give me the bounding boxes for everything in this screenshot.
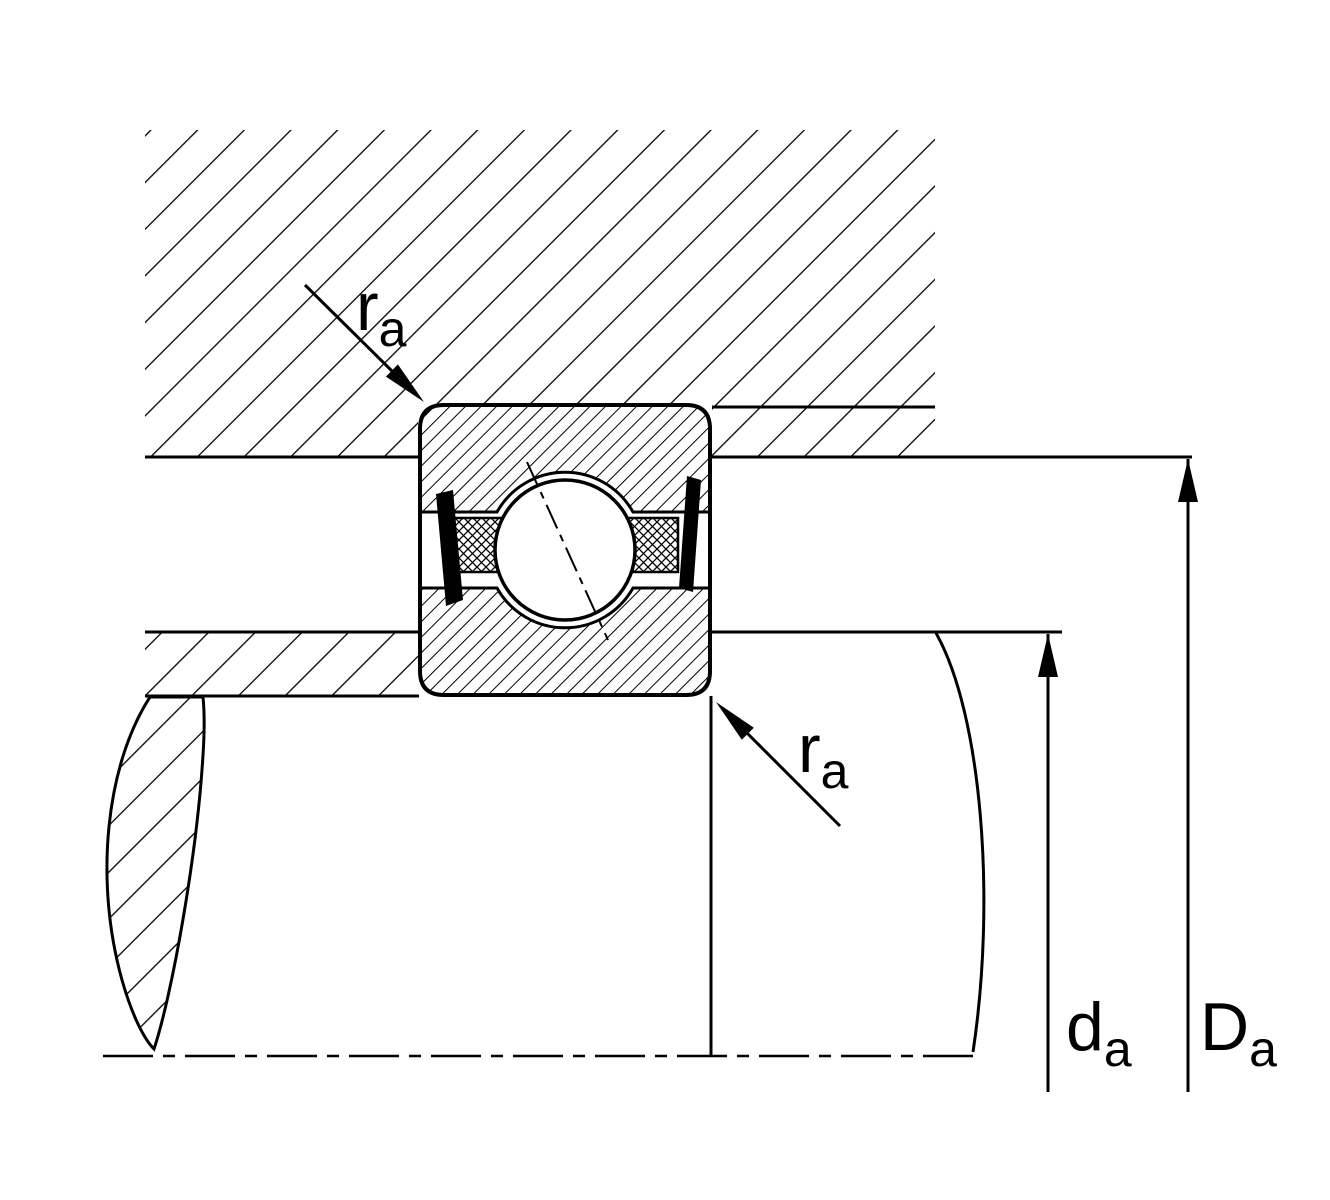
ball — [493, 478, 637, 622]
ra-top-leader-line — [303, 283, 396, 375]
shaft-shoulder-hatch-area — [145, 633, 418, 696]
label-Da-sub: a — [1249, 1021, 1277, 1077]
shaft-section — [103, 630, 1062, 1058]
ra-bottom-arrowhead — [716, 702, 754, 740]
label-ra-top-base: r — [356, 269, 379, 345]
bearing — [418, 403, 712, 697]
contact-angle-centerline — [526, 461, 609, 641]
label-da-base: d — [1066, 989, 1104, 1065]
label-Da-base: D — [1200, 989, 1249, 1065]
label-ra-bottom: ra — [798, 711, 849, 799]
shaft-break-section — [105, 695, 206, 1052]
housing-section — [145, 130, 1192, 459]
label-ra-top-sub: a — [379, 301, 407, 357]
label-da: da — [1066, 989, 1132, 1077]
label-ra-bottom-sub: a — [821, 743, 849, 799]
shaft-shoulder-contour — [934, 632, 986, 1053]
inner-ring-section — [418, 586, 712, 697]
label-Da: Da — [1200, 989, 1277, 1077]
da-arrowhead — [1038, 634, 1058, 677]
ra-bottom-leader-line — [744, 730, 842, 828]
Da-arrowhead — [1178, 459, 1198, 502]
leader-ra-top: ra — [303, 269, 424, 402]
housing-hatch-area — [145, 130, 935, 457]
outer-ring-section — [418, 403, 712, 514]
seal-left — [436, 490, 463, 606]
ra-top-arrowhead — [385, 364, 424, 402]
leader-ra-bottom: ra — [716, 702, 849, 828]
seal-right — [679, 476, 701, 592]
dimension-da: da — [1038, 634, 1132, 1092]
label-da-sub: a — [1104, 1021, 1132, 1077]
dimension-Da: Da — [1178, 459, 1277, 1092]
label-ra-top: ra — [356, 269, 407, 357]
label-ra-bottom-base: r — [798, 711, 821, 787]
